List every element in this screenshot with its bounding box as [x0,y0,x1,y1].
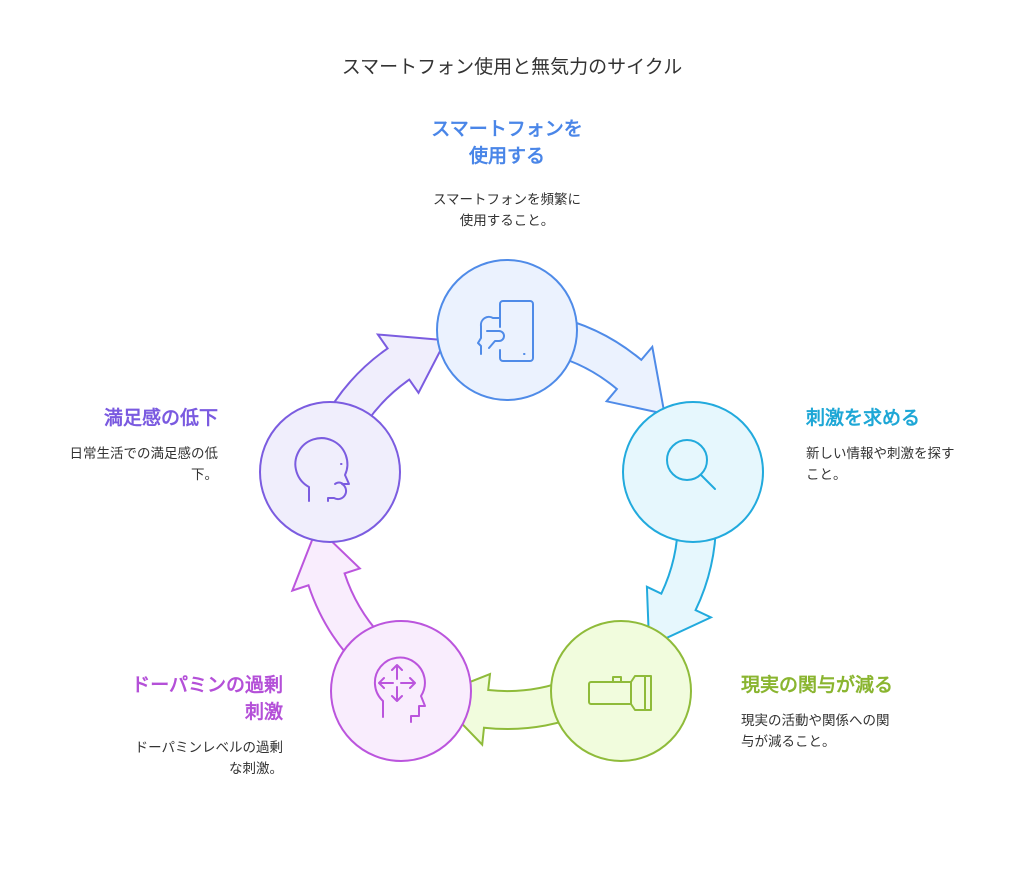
step-description: ドーパミンレベルの過剰 な刺激。 [134,740,283,777]
step-node [259,401,401,543]
step-circle [436,259,578,401]
step-circle [259,401,401,543]
step-heading: ドーパミンの過剰 刺激 [131,674,283,723]
step-label-dopamine-overstimulation: ドーパミンの過剰 刺激 ドーパミンレベルの過剰 な刺激。 [83,672,283,780]
step-node [436,259,578,401]
diagram-title: スマートフォン使用と無気力のサイクル [341,56,683,78]
step-circle [622,401,764,543]
step-circle [330,620,472,762]
step-description: 日常生活での満足感の低 下。 [69,446,219,483]
step-label-use-smartphone: スマートフォンを 使用する スマートフォンを頻繁に 使用すること。 [357,116,657,232]
step-heading: 刺激を求める [806,407,921,429]
flashlight-icon [588,675,652,711]
step-heading: スマートフォンを 使用する [431,118,583,167]
step-heading: 現実の関与が減る [741,674,894,696]
sad-head-icon [294,437,350,502]
step-label-seek-stimulation: 刺激を求める 新しい情報や刺激を探す こと。 [806,405,1006,486]
step-description: 現実の活動や関係への関 与が減ること。 [741,713,890,750]
head-arrows-icon [373,656,426,723]
step-circle [550,620,692,762]
step-label-reduced-satisfaction: 満足感の低下 日常生活での満足感の低 下。 [18,405,219,486]
step-description: 新しい情報や刺激を探す こと。 [806,446,955,483]
step-heading: 満足感の低下 [103,407,218,429]
step-description: スマートフォンを頻繁に 使用すること。 [432,192,582,229]
step-node [550,620,692,762]
search-icon [666,439,716,490]
phone-head-icon [477,300,534,362]
step-label-reduced-engagement: 現実の関与が減る 現実の活動や関係への関 与が減ること。 [741,672,941,753]
step-node [330,620,472,762]
step-node [622,401,764,543]
